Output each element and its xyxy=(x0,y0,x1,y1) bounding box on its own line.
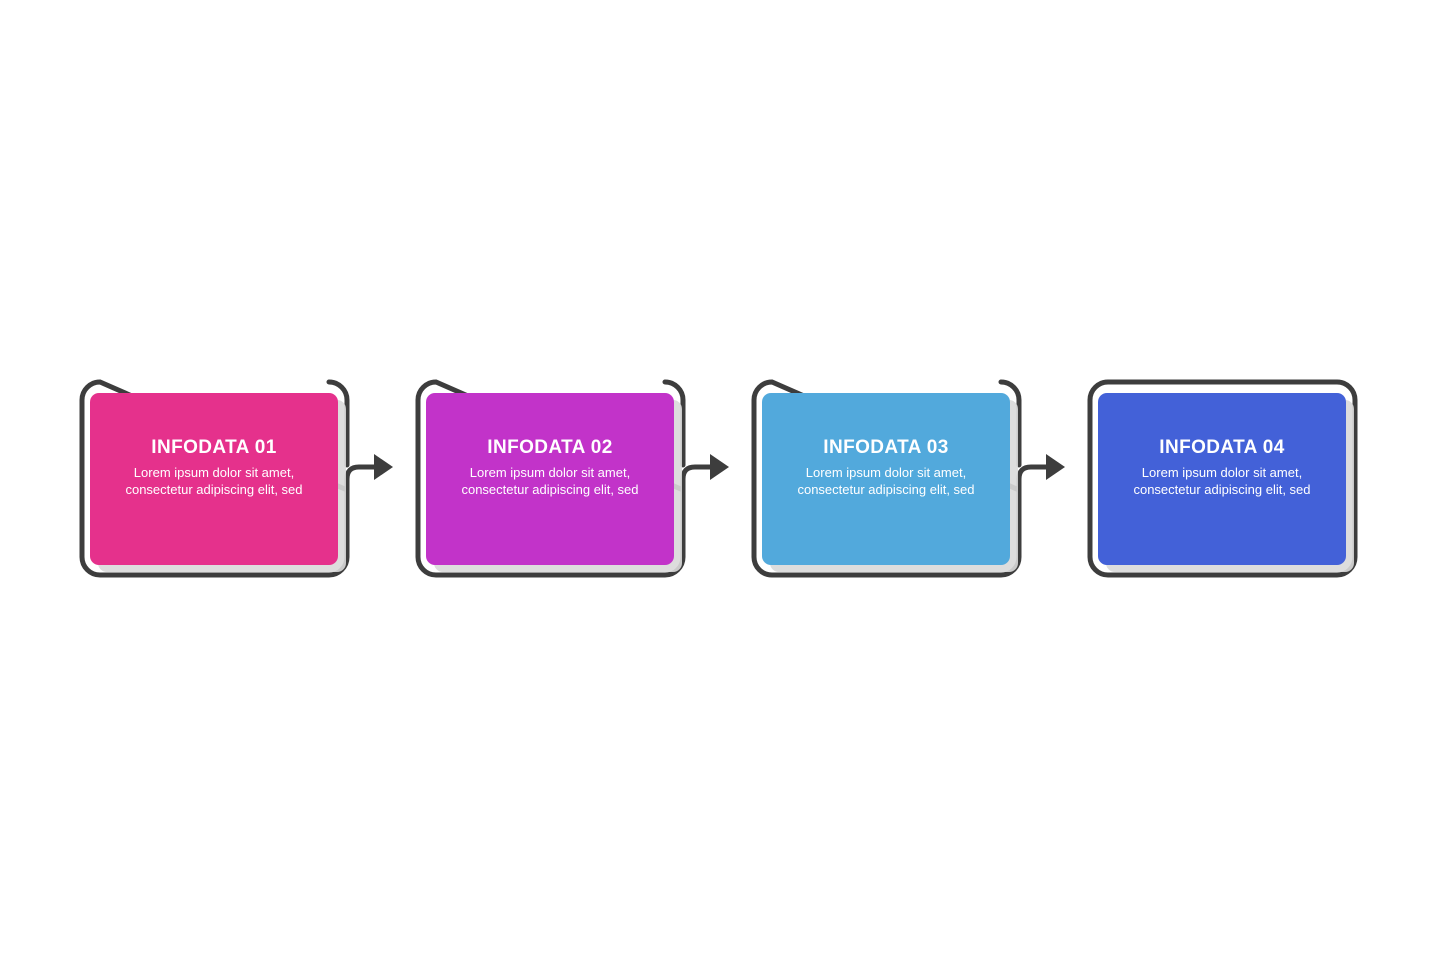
step-body-1: Lorem ipsum dolor sit amet, consectetur … xyxy=(125,465,303,497)
process-step-3[interactable]: INFODATA 03 Lorem ipsum dolor sit amet, c… xyxy=(751,379,1065,578)
process-step-4[interactable]: INFODATA 04 Lorem ipsum dolor sit amet, c… xyxy=(1087,379,1358,578)
connector-arrowhead-2 xyxy=(710,454,729,480)
step-card-1[interactable]: INFODATA 01 Lorem ipsum dolor sit amet, c… xyxy=(90,393,338,565)
step-body-2: Lorem ipsum dolor sit amet, consectetur … xyxy=(461,465,639,497)
connector-stem-1 xyxy=(344,464,378,493)
step-card-4[interactable]: INFODATA 04 Lorem ipsum dolor sit amet, c… xyxy=(1098,393,1346,565)
connector-stem-3 xyxy=(1016,464,1050,493)
step-title-1: INFODATA 01 xyxy=(151,437,277,458)
step-title-4: INFODATA 04 xyxy=(1159,437,1285,458)
step-title-2: INFODATA 02 xyxy=(487,437,613,458)
process-step-2[interactable]: INFODATA 02 Lorem ipsum dolor sit amet, c… xyxy=(415,379,729,578)
step-card-3[interactable]: INFODATA 03 Lorem ipsum dolor sit amet, c… xyxy=(762,393,1010,565)
step-card-2[interactable]: INFODATA 02 Lorem ipsum dolor sit amet, c… xyxy=(426,393,674,565)
step-body-3: Lorem ipsum dolor sit amet, consectetur … xyxy=(797,465,975,497)
step-body-4: Lorem ipsum dolor sit amet, consectetur … xyxy=(1133,465,1311,497)
process-step-1[interactable]: INFODATA 01 Lorem ipsum dolor sit amet, c… xyxy=(79,379,393,578)
step-title-3: INFODATA 03 xyxy=(823,437,949,458)
connector-arrowhead-1 xyxy=(374,454,393,480)
connector-arrowhead-3 xyxy=(1046,454,1065,480)
connector-stem-2 xyxy=(680,464,714,493)
